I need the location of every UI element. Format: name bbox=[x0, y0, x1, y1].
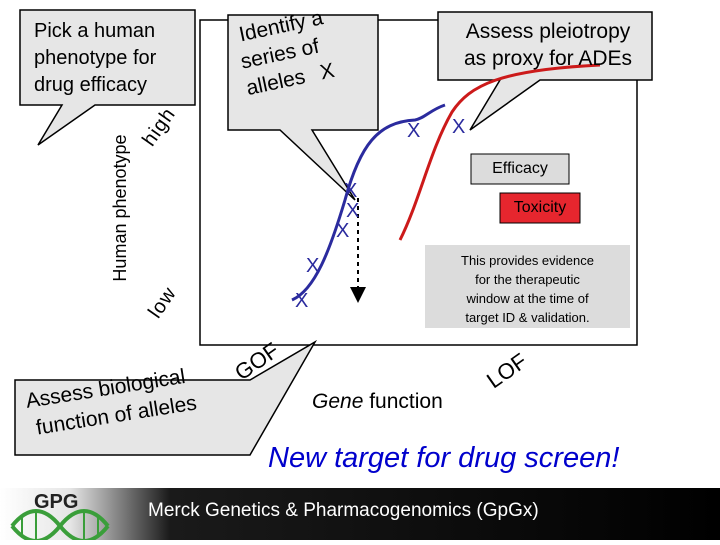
therapeutic-window-text: This provides evidence for the therapeut… bbox=[425, 251, 630, 327]
curve-right-segment bbox=[398, 63, 601, 241]
therapeutic-window-box bbox=[425, 245, 630, 328]
alleles-x-mark: X bbox=[318, 58, 337, 85]
curve-marker-3: X bbox=[336, 220, 350, 242]
efficacy-label: Efficacy bbox=[492, 160, 548, 177]
pleiotropy-callout-text: Assess pleiotropy as proxy for ADEs bbox=[448, 18, 648, 72]
curve-marker-6: X bbox=[407, 120, 421, 142]
headline: New target for drug screen! bbox=[268, 442, 620, 474]
window-line-4: target ID & validation. bbox=[465, 310, 590, 325]
efficacy-box bbox=[470, 153, 570, 185]
biological-callout-bubble bbox=[14, 339, 318, 456]
curve-marker-5: X bbox=[344, 180, 358, 202]
curve-marker-7: X bbox=[452, 116, 466, 138]
x-axis-label-function: function bbox=[363, 390, 443, 413]
phenotype-callout-text: Pick a human phenotype for drug efficacy bbox=[34, 18, 156, 99]
x-axis-label: Gene function bbox=[312, 390, 443, 414]
footer-bar bbox=[0, 488, 720, 540]
toxicity-box bbox=[499, 192, 581, 224]
phenotype-line-3: drug efficacy bbox=[34, 74, 148, 96]
curve-left-segment bbox=[291, 103, 446, 302]
phenotype-line-1: Pick a human bbox=[34, 20, 156, 42]
window-line-1: This provides evidence bbox=[461, 253, 594, 268]
phenotype-line-2: phenotype for bbox=[34, 47, 157, 69]
x-axis-label-gene: Gene bbox=[312, 390, 364, 413]
plot-frame bbox=[199, 19, 638, 346]
alleles-callout-bubble bbox=[227, 14, 379, 201]
dna-logo-icon: GPG bbox=[10, 491, 110, 543]
footer-text: Merck Genetics & Pharmacogenomics (GpGx) bbox=[148, 500, 539, 521]
curve-marker-2: X bbox=[306, 255, 320, 277]
pleiotropy-line-1: Assess pleiotropy bbox=[465, 20, 631, 43]
phenotype-callout-bubble bbox=[19, 9, 196, 146]
curve-marker-4: X bbox=[346, 200, 360, 222]
curve-marker-1: X bbox=[295, 290, 309, 312]
logo-text: GPG bbox=[34, 491, 78, 513]
gpgx-logo: GPG bbox=[8, 486, 136, 545]
window-line-3: window at the time of bbox=[466, 291, 589, 306]
pleiotropy-line-2: as proxy for ADEs bbox=[463, 47, 633, 70]
toxicity-label: Toxicity bbox=[513, 199, 567, 216]
y-axis-label: Human phenotype bbox=[110, 134, 130, 282]
window-line-2: for the therapeutic bbox=[475, 272, 580, 287]
